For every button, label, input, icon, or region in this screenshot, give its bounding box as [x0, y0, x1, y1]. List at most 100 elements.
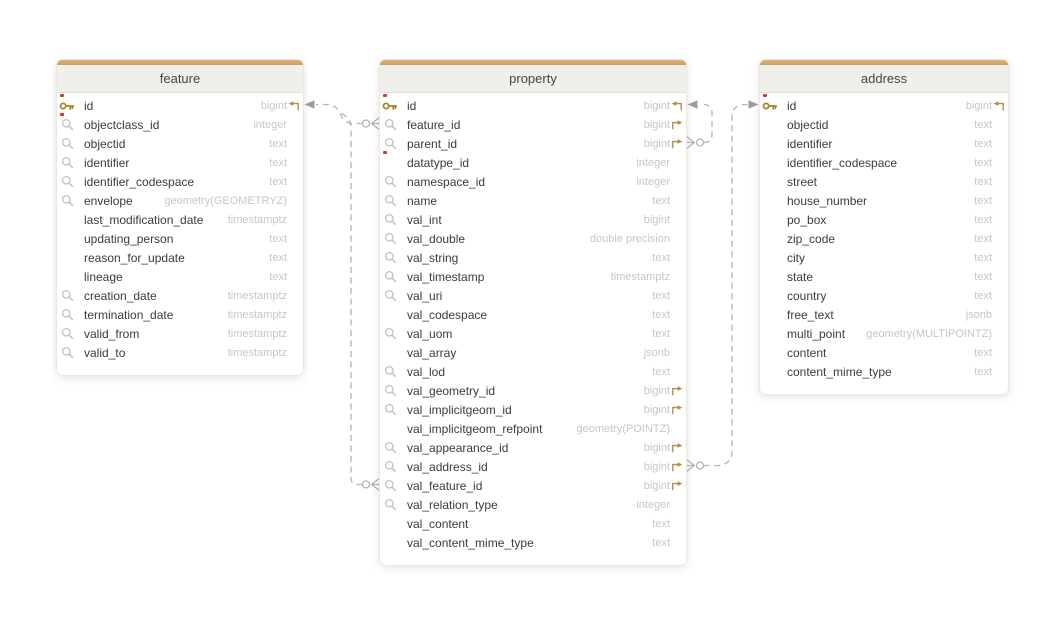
column-icon-slot	[382, 269, 398, 285]
relationship-property-feature_id-to-feature-id[interactable]	[304, 100, 381, 131]
column-type: text	[269, 251, 287, 264]
column-name: val_timestamp	[407, 269, 485, 284]
column-icon-slot	[59, 112, 75, 133]
column-ref-glyph-slot	[670, 119, 683, 131]
column-ref-glyph-slot	[670, 404, 683, 416]
relationship-property-parent_id-to-property-id[interactable]	[685, 100, 713, 150]
column-name: creation_date	[84, 288, 157, 303]
column-type: text	[974, 289, 992, 302]
table-accent-bar	[760, 60, 1008, 65]
index-icon	[384, 441, 396, 454]
index-icon	[384, 460, 396, 473]
column-icon-slot	[382, 212, 398, 228]
not-null-dot	[383, 150, 387, 154]
table-header[interactable]: address	[760, 65, 1008, 93]
table-title: property	[509, 71, 557, 86]
foreign-key-out-icon	[672, 480, 683, 490]
column-name: valid_from	[84, 326, 140, 341]
table-header[interactable]: property	[380, 65, 686, 93]
table-header[interactable]: feature	[57, 65, 303, 93]
relationship-property-val_feature_id-to-feature-id[interactable]	[340, 112, 381, 492]
column-type: double precision	[589, 232, 670, 245]
relationship-property-val_address_id-to-address-id[interactable]	[685, 100, 759, 473]
column-row-property-val_double[interactable]: val_double double precision	[380, 229, 686, 248]
foreign-key-out-icon	[672, 385, 683, 395]
column-type: bigint	[643, 479, 670, 492]
column-icon-slot	[59, 174, 75, 190]
column-name: val_content	[407, 516, 469, 531]
column-type: text	[974, 194, 992, 207]
index-icon	[384, 194, 396, 207]
index-icon	[384, 384, 396, 397]
column-type: text	[269, 156, 287, 169]
column-icon-slot	[762, 307, 778, 323]
column-type: bigint	[643, 441, 670, 454]
index-icon	[384, 270, 396, 283]
index-icon	[384, 175, 396, 188]
column-icon-slot	[762, 155, 778, 171]
column-type: geometry(MULTIPOINTZ)	[866, 327, 992, 340]
column-icon-slot	[762, 364, 778, 380]
column-name: val_double	[407, 231, 466, 246]
column-icon-slot	[382, 193, 398, 209]
column-ref-glyph-slot	[670, 138, 683, 150]
index-icon	[61, 118, 73, 131]
